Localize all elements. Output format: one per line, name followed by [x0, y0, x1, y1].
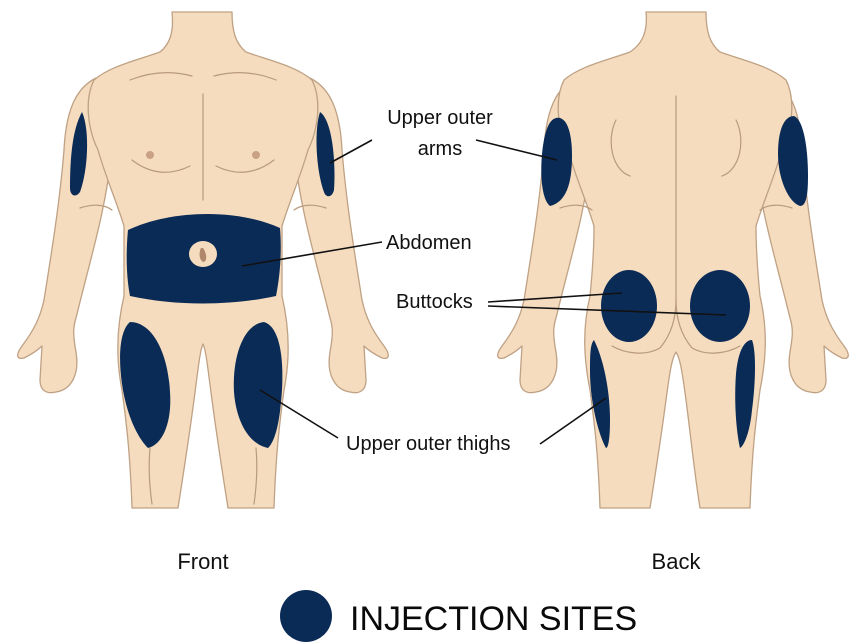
label-upper-outer-arms-line2: arms [418, 138, 462, 160]
label-abdomen: Abdomen [386, 232, 472, 254]
view-label-front: Front [177, 549, 228, 574]
label-upper-outer-arms-line1: Upper outer [387, 107, 493, 129]
legend: INJECTION SITES [280, 590, 637, 642]
legend-swatch-icon [280, 590, 332, 642]
back-torso [558, 12, 792, 508]
label-upper-outer-thighs: Upper outer thighs [346, 433, 511, 455]
view-label-back: Back [652, 549, 702, 574]
back-body [498, 12, 849, 508]
label-buttocks: Buttocks [396, 291, 473, 313]
back-site-right-buttock [690, 270, 750, 342]
legend-label: INJECTION SITES [350, 600, 637, 638]
back-site-left-buttock [601, 270, 657, 342]
